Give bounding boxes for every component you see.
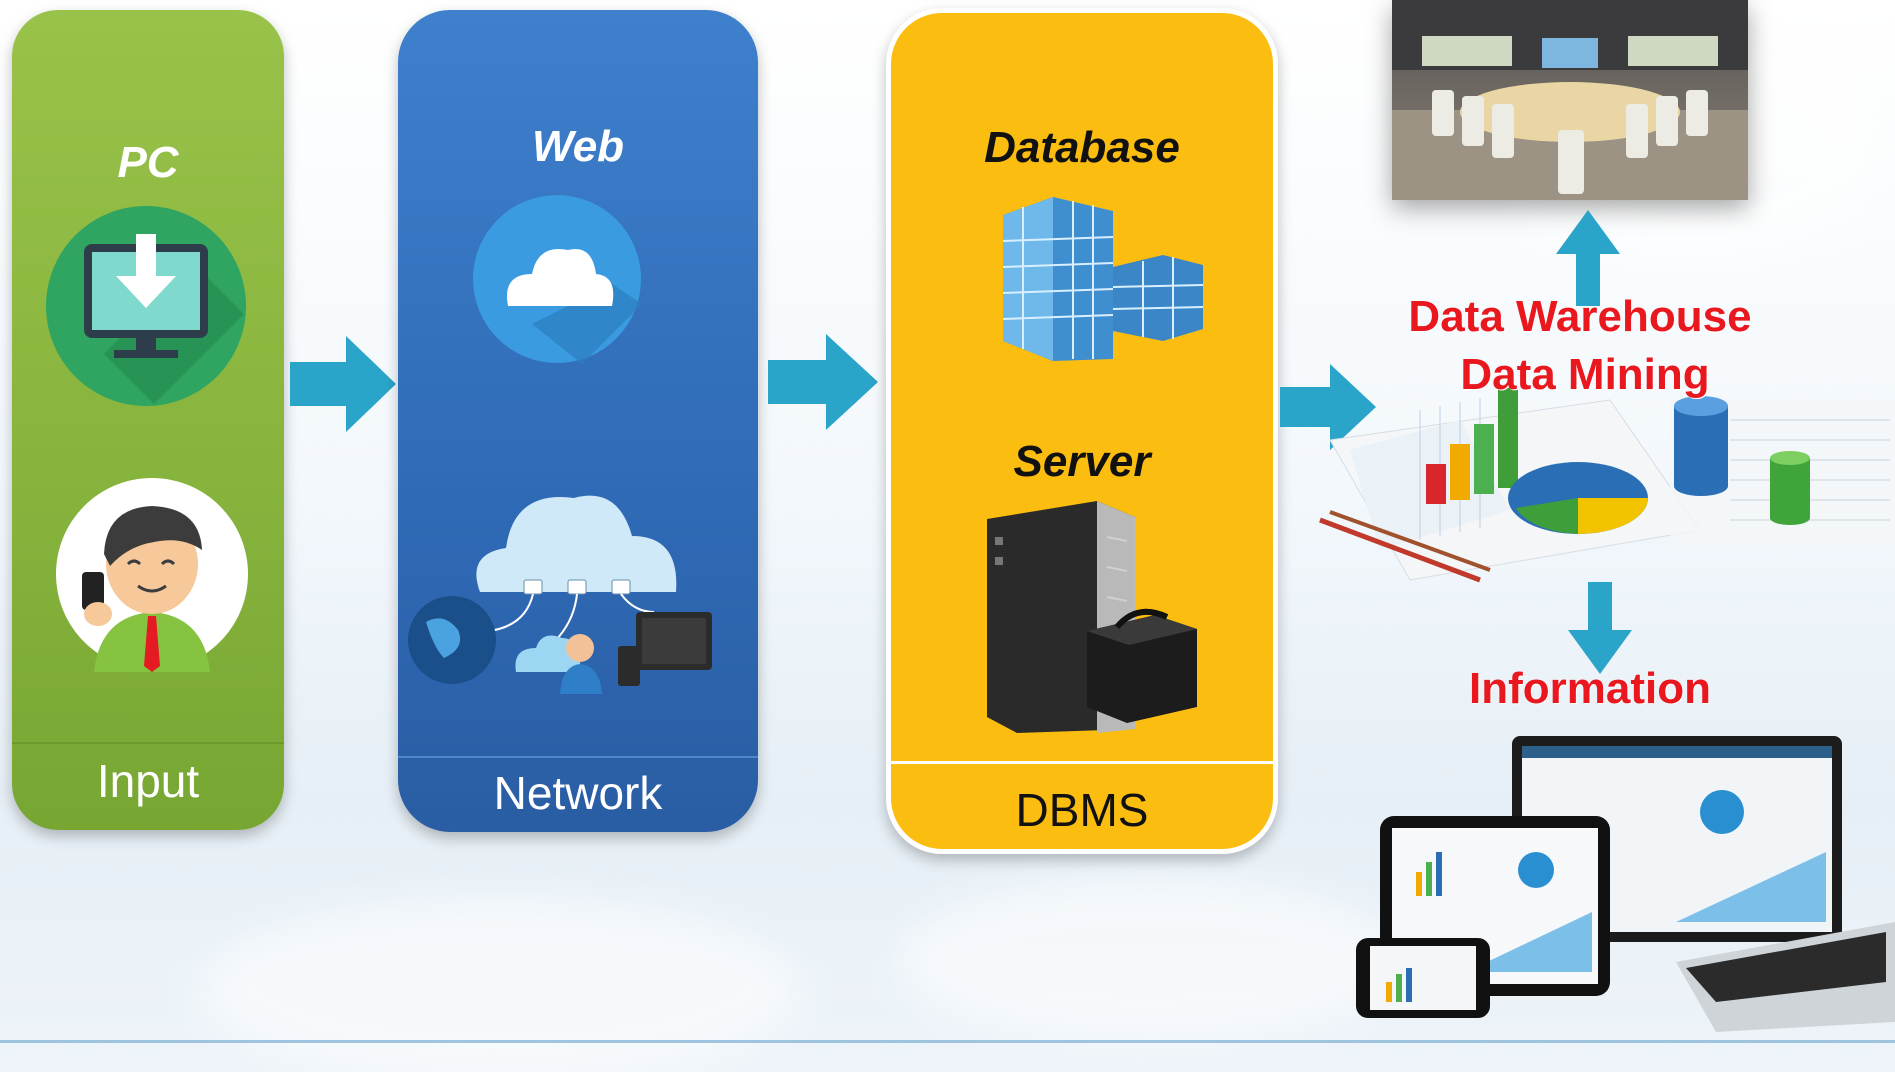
data-mining-label: Data Mining [1460, 350, 1710, 399]
web-title: Web [531, 122, 625, 171]
background-cloud [900, 880, 1400, 1040]
meeting-room-photo [1392, 0, 1748, 200]
input-panel: PC Input [12, 10, 284, 830]
pc-title: PC [117, 138, 179, 187]
arrow-right-icon [768, 334, 878, 430]
report-charts-icon [1319, 388, 1701, 583]
background-cloud [200, 900, 800, 1080]
database-icon [1670, 396, 1895, 550]
building-icon [1002, 197, 1204, 361]
dbms-panel: Database Server DBMS [886, 8, 1278, 854]
arrow-down-icon [1568, 582, 1632, 674]
information-label: Information [1469, 664, 1711, 713]
arrow-right-icon [290, 336, 396, 432]
cloud-icon [473, 195, 642, 364]
network-label: Network [493, 767, 663, 819]
arrow-up-icon [1556, 210, 1620, 306]
devices-icon [1356, 736, 1895, 1032]
network-panel: Web Network [398, 10, 758, 832]
network-footer-divider [398, 756, 758, 758]
arrow-right-icon [1280, 364, 1376, 450]
download-monitor-icon [46, 206, 246, 406]
dbms-footer-divider [891, 761, 1273, 764]
server-title: Server [1013, 437, 1151, 486]
footer-divider [0, 1040, 1895, 1043]
person-phone-icon [56, 478, 248, 672]
database-title: Database [984, 123, 1180, 172]
cloud-network-icon [408, 495, 712, 694]
data-warehouse-label: Data Warehouse [1408, 292, 1752, 341]
dbms-label: DBMS [1015, 784, 1149, 836]
server-icon [987, 501, 1197, 733]
input-label: Input [96, 755, 200, 807]
input-footer-divider [12, 742, 284, 744]
